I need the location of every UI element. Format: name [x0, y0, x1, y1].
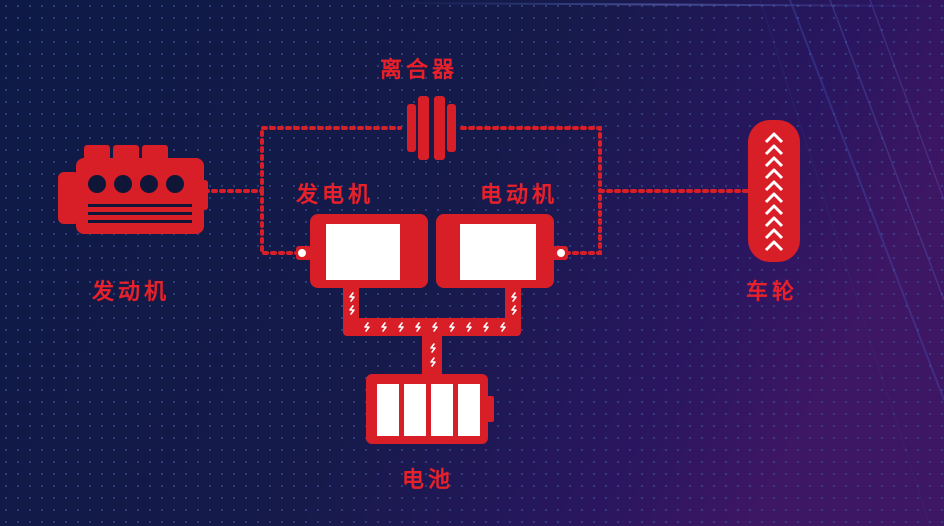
engine-label: 发动机 — [92, 280, 171, 305]
dotted-connectors — [203, 126, 752, 255]
clutch-icon — [407, 96, 456, 160]
motor-icon — [436, 214, 568, 288]
motor-label: 电动机 — [480, 183, 559, 208]
battery-icon — [366, 374, 494, 444]
generator-shaft-line — [260, 189, 308, 255]
generator-label: 发电机 — [296, 183, 375, 208]
background-light-streaks — [379, 0, 944, 526]
clutch-loop-line — [260, 126, 602, 193]
engine-icon — [58, 145, 208, 234]
wheel-icon — [748, 120, 800, 262]
lightning-icon — [349, 292, 517, 367]
electrical-bus — [343, 286, 521, 378]
wheel-label: 车轮 — [746, 280, 799, 305]
motor-shaft-line — [556, 189, 602, 255]
generator-icon — [296, 214, 428, 288]
battery-label: 电池 — [402, 468, 455, 493]
clutch-label: 离合器 — [380, 58, 459, 83]
